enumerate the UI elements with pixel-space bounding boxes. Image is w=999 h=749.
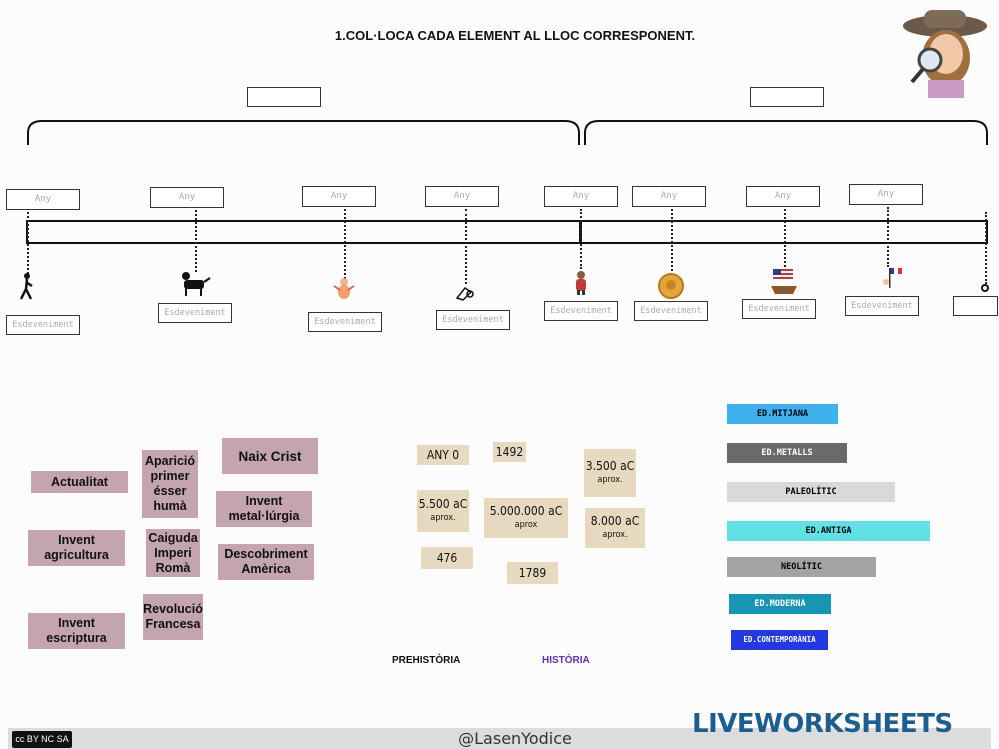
year-card-sub: aprox. <box>602 530 628 540</box>
timeline-bar <box>26 220 988 244</box>
year-card-main: 5.000.000 aC <box>489 504 563 518</box>
year-card[interactable]: 5.500 aC aprox. <box>417 490 469 532</box>
timeline-marker <box>465 209 467 284</box>
event-card[interactable]: Invent metal·lúrgia <box>216 491 312 527</box>
detective-avatar <box>903 10 987 98</box>
year-box-3[interactable]: Any <box>302 186 376 207</box>
period-answer-box-1[interactable] <box>247 87 321 107</box>
timeline-end-icon <box>981 284 989 292</box>
event-box-5[interactable]: Esdeveniment <box>544 301 618 321</box>
period-answer-box-2[interactable] <box>750 87 824 107</box>
era-card[interactable]: ED.METALLS <box>727 443 847 463</box>
era-card[interactable]: PALEOLÍTIC <box>727 482 895 502</box>
year-card-main: 3.500 aC <box>585 459 635 473</box>
ship-flag-icon <box>771 269 797 294</box>
event-box-3[interactable]: Esdeveniment <box>308 312 382 332</box>
year-card[interactable]: 3.500 aC aprox. <box>584 449 636 497</box>
event-card[interactable]: Aparició primer ésser humà <box>142 450 198 518</box>
timeline-marker <box>580 209 582 269</box>
year-card-main: ANY 0 <box>426 448 460 462</box>
year-card-sub: aprox <box>514 520 538 530</box>
coin-icon <box>658 273 684 299</box>
credit-text: @LasenYodice <box>458 729 572 748</box>
scroll-icon <box>455 286 474 301</box>
event-card[interactable]: Invent escriptura <box>28 613 125 649</box>
year-card[interactable]: 1492 <box>493 442 526 462</box>
timeline-marker <box>671 209 673 271</box>
year-card[interactable]: 1789 <box>507 562 558 584</box>
event-card[interactable]: Actualitat <box>31 471 128 493</box>
year-card-main: 5.500 aC <box>418 497 468 511</box>
person-walking-icon <box>19 273 33 300</box>
year-box-2[interactable]: Any <box>150 187 224 208</box>
event-card[interactable]: Invent agricultura <box>28 530 125 566</box>
timeline-marker <box>784 209 786 267</box>
year-card-main: 8.000 aC <box>590 514 640 528</box>
year-card[interactable]: 8.000 aC aprox. <box>585 508 645 548</box>
year-box-8[interactable]: Any <box>849 184 923 205</box>
timeline-marker <box>27 212 29 274</box>
event-box-9[interactable] <box>953 296 998 316</box>
event-box-1[interactable]: Esdeveniment <box>6 315 80 335</box>
event-box-4[interactable]: Esdeveniment <box>436 310 510 330</box>
year-box-1[interactable]: Any <box>6 189 80 210</box>
prehistoria-label: PREHISTÒRIA <box>392 655 461 666</box>
year-box-6[interactable]: Any <box>632 186 706 207</box>
footer-bar <box>8 728 991 749</box>
event-box-8[interactable]: Esdeveniment <box>845 296 919 316</box>
era-card[interactable]: NEOLÍTIC <box>727 557 876 577</box>
event-box-2[interactable]: Esdeveniment <box>158 303 232 323</box>
liveworksheets-logo[interactable]: LIVEWORKSHEETS <box>692 709 953 739</box>
era-card[interactable]: ED.CONTEMPORÀNIA <box>731 630 828 650</box>
event-box-6[interactable]: Esdeveniment <box>634 301 708 321</box>
event-card[interactable]: Caiguda Imperi Romà <box>146 529 200 577</box>
event-box-7[interactable]: Esdeveniment <box>742 299 816 319</box>
timeline-marker <box>344 209 346 279</box>
cupid-icon <box>333 278 355 299</box>
period-braces <box>27 120 988 145</box>
year-box-4[interactable]: Any <box>425 186 499 207</box>
year-card-main: 1789 <box>518 566 547 580</box>
year-card[interactable]: 476 <box>421 547 473 569</box>
french-flag-icon <box>883 268 902 288</box>
timeline-marker <box>195 210 197 272</box>
era-card[interactable]: ED.MODERNA <box>729 594 831 614</box>
year-card-main: 476 <box>436 551 458 565</box>
event-card[interactable]: Revolució Francesa <box>143 594 203 640</box>
year-card-sub: aprox. <box>430 513 456 523</box>
year-card-main: 1492 <box>495 445 524 459</box>
year-box-5[interactable]: Any <box>544 186 618 207</box>
year-card-sub: aprox. <box>597 475 623 485</box>
page-title: 1.COL·LOCA CADA ELEMENT AL LLOC CORRESPO… <box>334 28 696 43</box>
timeline-marker <box>985 212 987 284</box>
era-card[interactable]: ED.MITJANA <box>727 404 838 424</box>
animal-icon <box>182 272 211 296</box>
event-card[interactable]: Naix Crist <box>222 438 318 474</box>
year-box-7[interactable]: Any <box>746 186 820 207</box>
event-card[interactable]: Descobriment Amèrica <box>218 544 314 580</box>
year-card[interactable]: 5.000.000 aC aprox <box>484 498 568 538</box>
era-card[interactable]: ED.ANTIGA <box>727 521 930 541</box>
historia-label: HISTÒRIA <box>542 655 590 666</box>
timeline-marker <box>887 207 889 267</box>
year-card[interactable]: ANY 0 <box>417 445 469 465</box>
license-badge: cc BY NC SA <box>12 731 72 748</box>
figure-icon <box>576 271 586 295</box>
